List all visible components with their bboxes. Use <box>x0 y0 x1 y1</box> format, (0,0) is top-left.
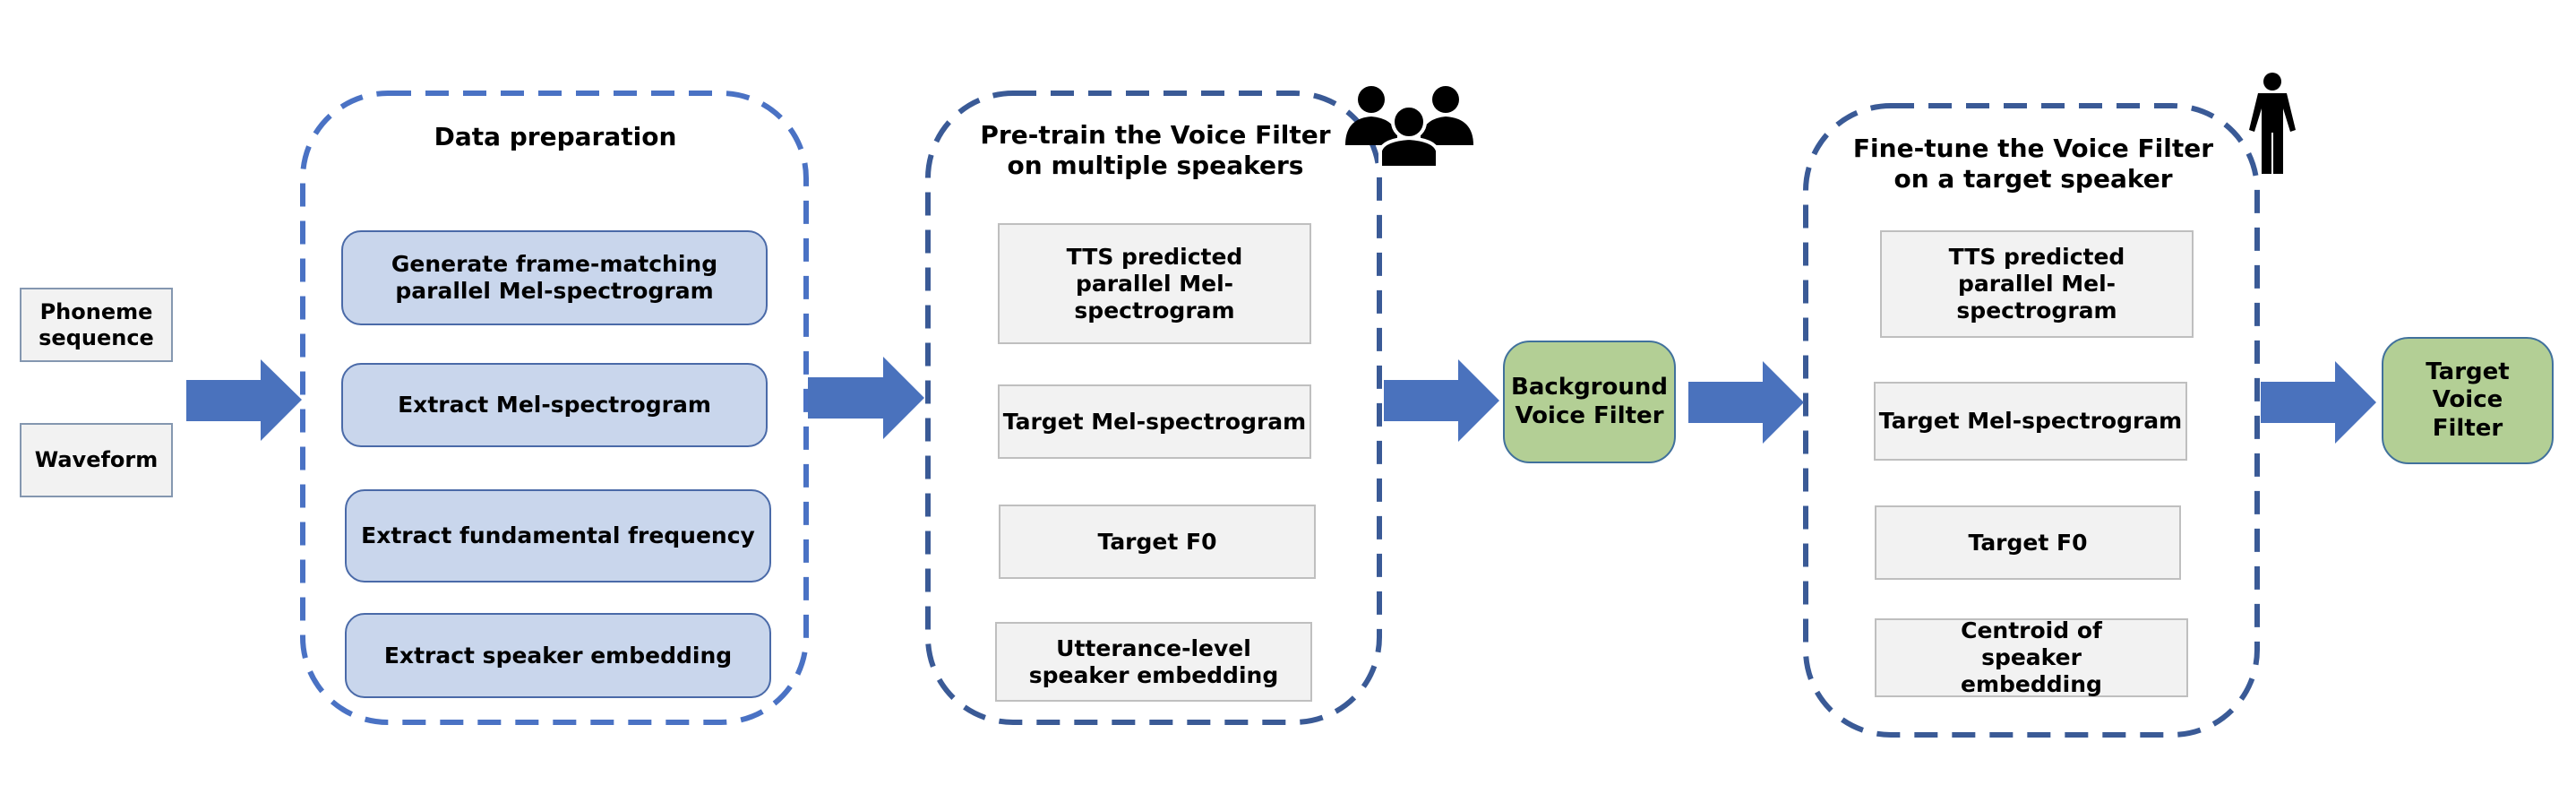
group-title-text: Data preparation <box>434 122 677 152</box>
input-label: Waveform <box>34 447 159 473</box>
item-label: TTS predicted parallel Mel-spectrogram <box>1948 244 2125 324</box>
pretrain-item-tts-mel: TTS predicted parallel Mel-spectrogram <box>998 223 1311 344</box>
finetune-item-target-mel: Target Mel-spectrogram <box>1874 382 2187 461</box>
step-extract-mel: Extract Mel-spectrogram <box>341 363 768 447</box>
item-label: Target Mel-spectrogram <box>1878 408 2183 434</box>
group-finetune-title: Fine-tune the Voice Filter on a target s… <box>1845 128 2221 200</box>
finetune-item-target-f0: Target F0 <box>1875 505 2181 580</box>
output-label: Target Voice Filter <box>2426 358 2510 442</box>
multiple-speakers-icon <box>1345 86 1473 169</box>
step-label: Extract Mel-spectrogram <box>398 392 711 418</box>
group-title-text: Fine-tune the Voice Filter on a target s… <box>1852 134 2214 194</box>
item-label: Utterance-level speaker embedding <box>1028 634 1279 688</box>
single-speaker-icon <box>2249 73 2296 174</box>
output-label: Background Voice Filter <box>1511 374 1668 429</box>
step-generate-parallel-mel: Generate frame-matching parallel Mel-spe… <box>341 230 768 325</box>
finetune-item-centroid-embedding: Centroid of speaker embedding <box>1875 617 2188 697</box>
step-extract-f0: Extract fundamental frequency <box>345 489 771 583</box>
group-data-preparation-border <box>300 91 809 725</box>
step-label: Extract speaker embedding <box>383 642 733 669</box>
step-label: Generate frame-matching parallel Mel-spe… <box>391 251 718 304</box>
item-label: Target F0 <box>1097 528 1217 555</box>
input-phoneme-sequence: Phoneme sequence <box>20 288 173 362</box>
group-title-text: Pre-train the Voice Filter on multiple s… <box>980 120 1331 180</box>
pretrain-item-target-f0: Target F0 <box>999 505 1316 579</box>
input-label: Phoneme sequence <box>39 298 154 350</box>
group-data-preparation-title: Data preparation <box>358 115 752 160</box>
group-pretrain-border <box>925 91 1382 725</box>
group-finetune-border <box>1803 103 2260 738</box>
arrow-right-icon <box>1384 359 1499 442</box>
arrow-right-icon <box>186 359 302 441</box>
item-label: Target Mel-spectrogram <box>1002 408 1307 435</box>
output-target-voice-filter: Target Voice Filter <box>2382 337 2554 464</box>
group-pretrain-title: Pre-train the Voice Filter on multiple s… <box>967 115 1344 186</box>
arrow-right-icon <box>1688 361 1804 444</box>
arrow-right-icon <box>2261 361 2376 444</box>
output-background-voice-filter: Background Voice Filter <box>1503 341 1676 463</box>
arrow-right-icon <box>808 357 924 439</box>
pretrain-item-utterance-embedding: Utterance-level speaker embedding <box>995 622 1312 702</box>
item-label: Centroid of speaker embedding <box>1961 617 2102 697</box>
pretrain-item-target-mel: Target Mel-spectrogram <box>998 384 1311 459</box>
step-label: Extract fundamental frequency <box>361 522 755 548</box>
finetune-item-tts-mel: TTS predicted parallel Mel-spectrogram <box>1880 230 2194 338</box>
step-extract-speaker-embedding: Extract speaker embedding <box>345 613 771 698</box>
item-label: TTS predicted parallel Mel-spectrogram <box>1066 243 1243 324</box>
input-waveform: Waveform <box>20 423 173 497</box>
item-label: Target F0 <box>1968 529 2088 556</box>
